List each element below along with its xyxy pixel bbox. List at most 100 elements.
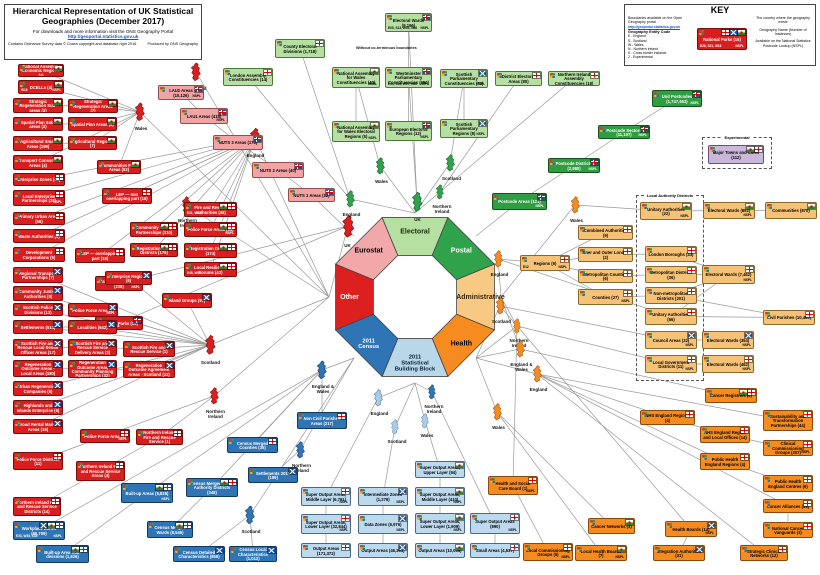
title-panel: Hierarchical Representation of UK Statis… [4, 4, 202, 60]
nspl-tag: NSPL [161, 496, 170, 501]
portal-icon [600, 127, 605, 132]
geo-box-label: Output Areas (171,372) [312, 546, 340, 556]
wal-flag-icon [739, 389, 748, 396]
ni-flag-icon [687, 356, 696, 363]
portal-icon [702, 428, 707, 433]
portal-icon [175, 548, 180, 553]
geo-box-r5: NUTS 1 Areas (12) [288, 188, 335, 202]
geo-box-a5: Counties (27)NSPL [578, 289, 633, 305]
geo-box-e4: Waste Authorities (9) [13, 229, 65, 243]
geo-box-label: Super Output Areas, Middle Layer (6,791) [305, 492, 347, 502]
map-shape [134, 102, 145, 122]
portal-icon [442, 121, 447, 126]
portal-icon [705, 204, 710, 209]
eng-flag-icon [805, 311, 814, 318]
geo-box-label: Metropolitan Districts (36) [649, 270, 693, 280]
map-shape [495, 297, 505, 315]
uk-flag-icon [218, 109, 227, 116]
geo-box-s13: Urban Regeneration Companies (6) [13, 381, 63, 396]
wal-flag-icon [54, 81, 63, 88]
portal-icon [299, 414, 304, 419]
geo-box-g7: European Electoral Regions (12)NSPL [385, 121, 432, 141]
portal-icon [642, 412, 647, 417]
nspl-tag: NSPL [453, 527, 462, 532]
geo-box-label: Health Boards (14) [672, 526, 710, 532]
geo-box-g6: National Assembly for Wales Electoral Re… [332, 121, 380, 142]
key-sample-nspl: NSPL [735, 43, 744, 48]
country-map-scotland: Scotland [442, 154, 461, 182]
nspl-tag: NSPL [685, 342, 694, 347]
eng-flag-icon [315, 40, 324, 47]
ni-flag-icon [744, 356, 753, 363]
sco-flag-icon [288, 468, 297, 475]
sco-flag-icon [398, 544, 407, 551]
portal-icon [472, 545, 477, 550]
geo-box-label: Super Output Areas, Upper Layer (94) [419, 465, 461, 475]
geo-box-s17: Enterprise Regions (6) [105, 271, 152, 285]
geo-box-label: Northern Ireland Fire and Rescue Service… [143, 430, 176, 445]
geo-box-h13: National Cancer Vanguards (3) [763, 522, 813, 538]
portal-icon [655, 547, 660, 552]
portal-icon [15, 249, 20, 254]
geo-box-g9: District Electoral Areas (80) [495, 71, 542, 86]
geo-box-a6: Unitary Authorities (22)NSPL [640, 202, 692, 220]
geo-box-label: Census Local Characteristics (1,012) [237, 547, 269, 562]
ni-flag-icon [120, 430, 129, 437]
geo-box-s14: Highlands and Islands Enterprise (6) [13, 400, 63, 415]
sco-flag-icon [142, 272, 151, 279]
geo-box-label: Westminster Parliamentary Constituencies… [388, 70, 429, 85]
geo-box-label: Local Resilience Forums (42) [194, 265, 227, 275]
portal-icon [360, 545, 365, 550]
eng-flag-icon [337, 413, 346, 420]
octagon-label: Electoral [400, 229, 430, 236]
key-boundaries-note: Boundaries available on the Open Geograp… [628, 16, 683, 25]
portal-icon [417, 463, 422, 468]
geo-box-label: Counties (27) [592, 294, 619, 300]
map-shape [373, 389, 383, 407]
country-map-england-wales: England & Wales [312, 360, 334, 394]
nspl-tag: NSPL [420, 81, 429, 86]
geo-box-label: Intermediate Zones (1,279) [363, 492, 403, 502]
map-shape [411, 191, 423, 212]
uk-flag-icon [133, 317, 142, 324]
portal-icon [15, 157, 20, 162]
sco-flag-icon [53, 304, 62, 311]
portal-icon [97, 278, 102, 283]
key-geoportal-link[interactable]: http://geoportal.statistics.gov.uk [628, 24, 681, 29]
geo-box-s8: Scottish Fire and Rescue Service Deliver… [68, 339, 117, 356]
geoportal-link[interactable]: http://geoportal.statistics.gov.uk [67, 33, 139, 39]
geo-box-label: Civil Parishes (10,450) [766, 315, 812, 321]
entity-codes: E48, W41 [187, 270, 201, 275]
geo-box-c9: Census Merged Counties (35) [227, 437, 278, 453]
geo-box-w5: Agricultural Small Areas (199) [13, 136, 63, 151]
sco-flag-icon [744, 332, 753, 339]
geo-box-n5: Northern Ireland Fire and Rescue Service… [13, 497, 61, 516]
map-label: England [490, 272, 509, 277]
geo-box-g2: County Electoral Divisions (1,718) [275, 39, 325, 58]
sco-flag-icon [107, 340, 116, 347]
geo-box-h6: NHS England Regions (4) [640, 410, 695, 425]
nspl-tag: NSPL [131, 284, 140, 289]
key-entity-item: E - England [628, 34, 646, 39]
group-local-authority-districts: Local Authority Districts [636, 193, 704, 381]
geo-box-a1: Combined Authorities (9) [578, 225, 633, 240]
portal-icon [164, 295, 169, 300]
eng-flag-icon [79, 546, 88, 553]
geo-box-b9: Super Output Areas, Lower Layer (1,909)N… [415, 513, 465, 534]
geo-box-label: National Assembly for Wales Electoral Re… [337, 124, 375, 139]
geo-box-label: Regions (9) [533, 260, 557, 266]
nspl-tag: NSPL [743, 212, 752, 217]
geo-box-w9: Agricultural Regions (7) [68, 136, 117, 150]
geo-box-label: Small Areas (4,537) [475, 548, 515, 554]
geo-box-label: Scottish Fire and Rescue Service (1) [130, 344, 168, 354]
geo-box-label: Data Zones (6,976) [364, 521, 402, 527]
portal-icon [765, 312, 770, 317]
portal-icon [70, 362, 75, 367]
geo-box-label: Police Force Areas (43) [187, 227, 234, 233]
geo-box-label: Island Groups (97) [168, 298, 206, 304]
geo-box-label: Fire and Rescue Authorities (48) [194, 205, 227, 215]
portal-icon [186, 264, 191, 269]
portal-icon [580, 271, 585, 276]
geo-box-label: Northern Ireland Fire and Rescue Service… [16, 499, 58, 514]
uk-flag-icon [422, 122, 431, 129]
